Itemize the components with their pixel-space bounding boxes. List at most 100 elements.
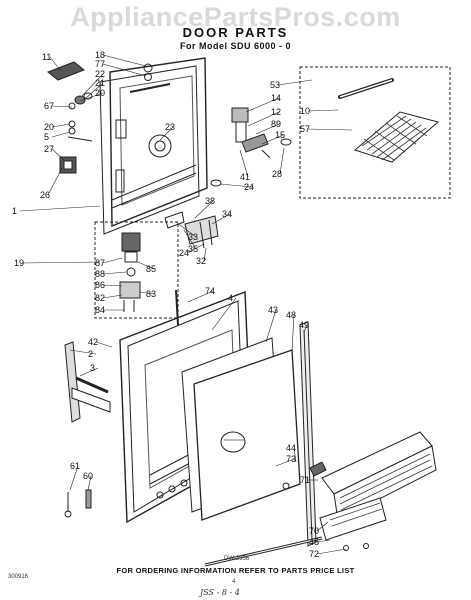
leader-line (51, 131, 71, 138)
callout-number: 53 (270, 80, 280, 90)
leader-line (139, 291, 155, 295)
leader-line (277, 79, 313, 86)
leader-line (203, 247, 207, 262)
leader-line (102, 54, 147, 67)
leader-line (187, 290, 214, 303)
callout-number: 2 (88, 349, 93, 359)
leader-line (102, 294, 123, 299)
callout-number: 49 (299, 320, 309, 330)
page-number: 4 (232, 579, 236, 585)
leader-line (275, 458, 295, 467)
callout-number: 71 (300, 475, 310, 485)
callout-number: 5 (44, 132, 49, 142)
leader-line (19, 205, 101, 212)
callout-number: 3 (90, 363, 95, 373)
diagram-code: DW-2956 (224, 556, 250, 562)
leader-line (247, 111, 280, 127)
callout-number: 73 (286, 454, 296, 464)
callout-number: 72 (309, 549, 319, 559)
leader-line (81, 73, 104, 97)
callout-number: 15 (275, 130, 285, 140)
lower-left-screws (64, 489, 92, 518)
leader-line (316, 548, 347, 555)
leader-line (175, 221, 197, 238)
kick-strip (204, 536, 323, 567)
callout-number: 20 (44, 122, 54, 132)
callout-number: 60 (83, 471, 93, 481)
leader-line (51, 148, 65, 161)
doc-code: 300916 (8, 574, 29, 580)
callout-number: 21 (95, 78, 105, 88)
leader-line (316, 539, 331, 543)
leader-line (316, 521, 329, 532)
callout-number: 19 (14, 258, 24, 268)
leader-line (291, 314, 295, 351)
leader-line (265, 309, 277, 343)
callout-number: 77 (95, 59, 105, 69)
latch-assembly (210, 107, 292, 187)
leader-line (51, 123, 71, 128)
callout-number: 61 (70, 461, 80, 471)
callout-number: 89 (271, 119, 281, 129)
callout-number: 23 (165, 122, 175, 132)
handwritten-note: JSS - 8 - 4 (200, 588, 240, 597)
leader-line (87, 475, 92, 491)
leader-line (137, 261, 155, 270)
vent-detail-box (299, 66, 451, 199)
outer-door-panel (181, 337, 301, 521)
leader-line (102, 284, 123, 287)
callout-number: 18 (95, 50, 105, 60)
leader-line (47, 167, 63, 196)
callout-number: 70 (309, 526, 319, 536)
callout-number: 41 (240, 172, 250, 182)
callout-number: 35 (188, 244, 198, 254)
leader-lines (19, 54, 353, 555)
callout-number: 67 (44, 101, 54, 111)
callout-number: 32 (196, 256, 206, 266)
callout-number: 22 (95, 69, 105, 79)
callout-number: 14 (271, 93, 281, 103)
callout-number: 24 (179, 248, 189, 258)
leader-line (307, 128, 353, 131)
leader-line (293, 447, 297, 463)
leader-line (245, 97, 280, 113)
inner-door-panel (99, 57, 208, 235)
callout-number: 11 (42, 52, 51, 62)
callout-number: 10 (300, 106, 310, 116)
left-side-trim (64, 341, 111, 423)
callout-number: 45 (309, 537, 319, 547)
leader-line (261, 134, 284, 145)
callout-number: 82 (95, 293, 105, 303)
leader-line (79, 92, 104, 102)
callout-number: 4 (228, 293, 233, 303)
callout-number: 85 (146, 264, 156, 274)
leader-line (95, 341, 113, 348)
leader-line (85, 82, 104, 99)
leader-line (79, 367, 99, 377)
callout-number: 48 (286, 310, 296, 320)
callout-number: 34 (222, 209, 232, 219)
leader-line (102, 257, 123, 264)
leader-line (219, 183, 253, 188)
callout-number: 20 (95, 88, 105, 98)
leader-line (183, 229, 197, 250)
leader-line (303, 324, 308, 333)
leader-line (102, 63, 147, 77)
leader-line (255, 123, 280, 135)
watermark: AppliancePartsPros.com (70, 2, 401, 32)
callout-number: 28 (272, 169, 282, 179)
callout-number: 44 (286, 443, 296, 453)
leader-line (49, 56, 61, 71)
callout-number: 84 (95, 305, 105, 315)
diagram-title: DOOR PARTS (182, 25, 289, 40)
leader-line (211, 213, 231, 225)
callout-number: 74 (205, 286, 215, 296)
callout-number: 24 (244, 182, 254, 192)
callout-number: 87 (95, 258, 105, 268)
control-console (282, 431, 437, 551)
callout-number: 43 (268, 305, 278, 315)
door-seal-strip (299, 321, 317, 547)
callout-number: 88 (95, 269, 105, 279)
